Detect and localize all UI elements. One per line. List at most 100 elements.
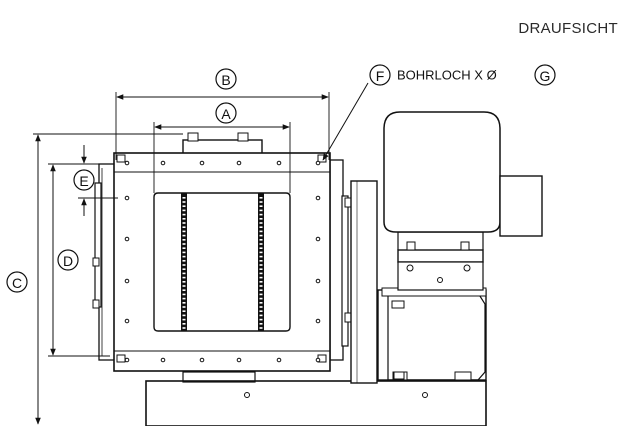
rotor-tooth [259,247,263,249]
gearbox [377,287,487,381]
rotor-tooth [182,247,186,249]
rotor-tooth [259,239,263,241]
rotor-tooth [259,226,263,228]
rotor-tooth [182,243,186,245]
right-flange [329,159,354,361]
rotor-tooth [182,218,186,220]
rotor-bar-right [258,193,264,331]
motor-flange [397,231,484,291]
callout-g-label: G [540,68,551,84]
rotor-tooth [182,222,186,224]
rotor-tooth [182,264,186,266]
callout-c: C [6,271,28,293]
rotor-tooth [259,306,263,308]
rotor-tooth [182,230,186,233]
rotor-tooth [182,302,186,304]
rotor-tooth [259,268,263,270]
rotor-tooth [259,318,263,321]
rotor-tooth [182,268,186,270]
rotor-tooth [259,255,263,258]
rotor-tooth [182,226,186,228]
rotor-tooth [259,302,263,304]
callout-g: G [534,64,556,86]
rotor-tooth [182,239,186,241]
rotor-tooth [259,293,263,296]
rotor-tooth [259,310,263,312]
housing-bolt-holes [124,160,321,363]
rotor-tooth [259,272,263,275]
rotor-tooth [259,260,263,262]
bolt-hole [315,278,321,284]
callout-d: D [57,249,79,271]
rotor-tooth [182,205,186,207]
rotor-tooth [182,255,186,258]
rotor-tooth [182,276,186,279]
rotor-tooth [259,276,263,279]
rotor-tooth [182,213,186,216]
callout-b: B [215,68,237,90]
rotor-tooth [182,318,186,321]
rotor-tooth [259,243,263,245]
bolt-hole [124,357,130,363]
rotor-tooth [259,289,263,291]
rotor-tooth [259,323,263,325]
bolt-hole [160,160,166,166]
rotor-tooth [182,234,186,237]
bolt-hole [315,318,321,324]
bolt-hole [199,357,205,363]
base-hole-left [244,392,250,398]
bolt-hole [276,160,282,166]
callout-e: E [73,169,95,191]
rotor-tooth [259,251,263,254]
callout-a: A [215,102,237,124]
rotor-tooth [182,323,186,325]
bolt-hole [315,236,321,242]
rotor-tooth [182,306,186,308]
rotor-opening [153,192,291,332]
hole-note-text: BOHRLOCH X Ø [397,68,497,83]
callout-d-label: D [63,253,73,269]
rotor-tooth [259,327,263,329]
rotor-tooth [182,314,186,317]
valve-housing [113,152,331,372]
bolt-hole [124,160,130,166]
dimension-e [78,145,118,216]
adapter-plate [350,180,378,384]
rotor-tooth [182,297,186,300]
bolt-hole [276,357,282,363]
rotor-tooth [182,293,186,296]
motor [383,111,543,237]
rotor-tooth [182,201,186,203]
bolt-hole [315,357,321,363]
rotor-tooth [182,310,186,312]
bolt-hole [199,160,205,166]
rotor-tooth [182,209,186,212]
view-title: DRAUFSICHT [518,20,618,37]
bolt-hole [124,318,130,324]
rotor-tooth [259,201,263,203]
rotor-tooth [259,197,263,199]
bolt-hole [236,357,242,363]
callout-c-label: C [12,275,22,291]
top-plate [182,132,263,155]
rotor-tooth [182,251,186,254]
rotor-tooth [182,281,186,283]
dimension-b [115,92,330,160]
rotor-tooth [259,222,263,224]
dimension-c [33,133,183,425]
base-frame [145,371,487,426]
rotor-tooth [259,285,263,287]
callout-b-label: B [221,72,230,88]
rotor-tooth [182,197,186,199]
rotor-tooth [259,314,263,317]
rotor-tooth [259,218,263,220]
rotor-tooth [259,281,263,283]
bolt-hole [124,236,130,242]
callout-e-label: E [79,173,88,189]
callout-f: F [369,64,391,86]
bolt-hole [124,195,130,201]
rotor-bar-left [181,193,187,331]
bolt-hole [315,160,321,166]
rotor-tooth [182,289,186,291]
